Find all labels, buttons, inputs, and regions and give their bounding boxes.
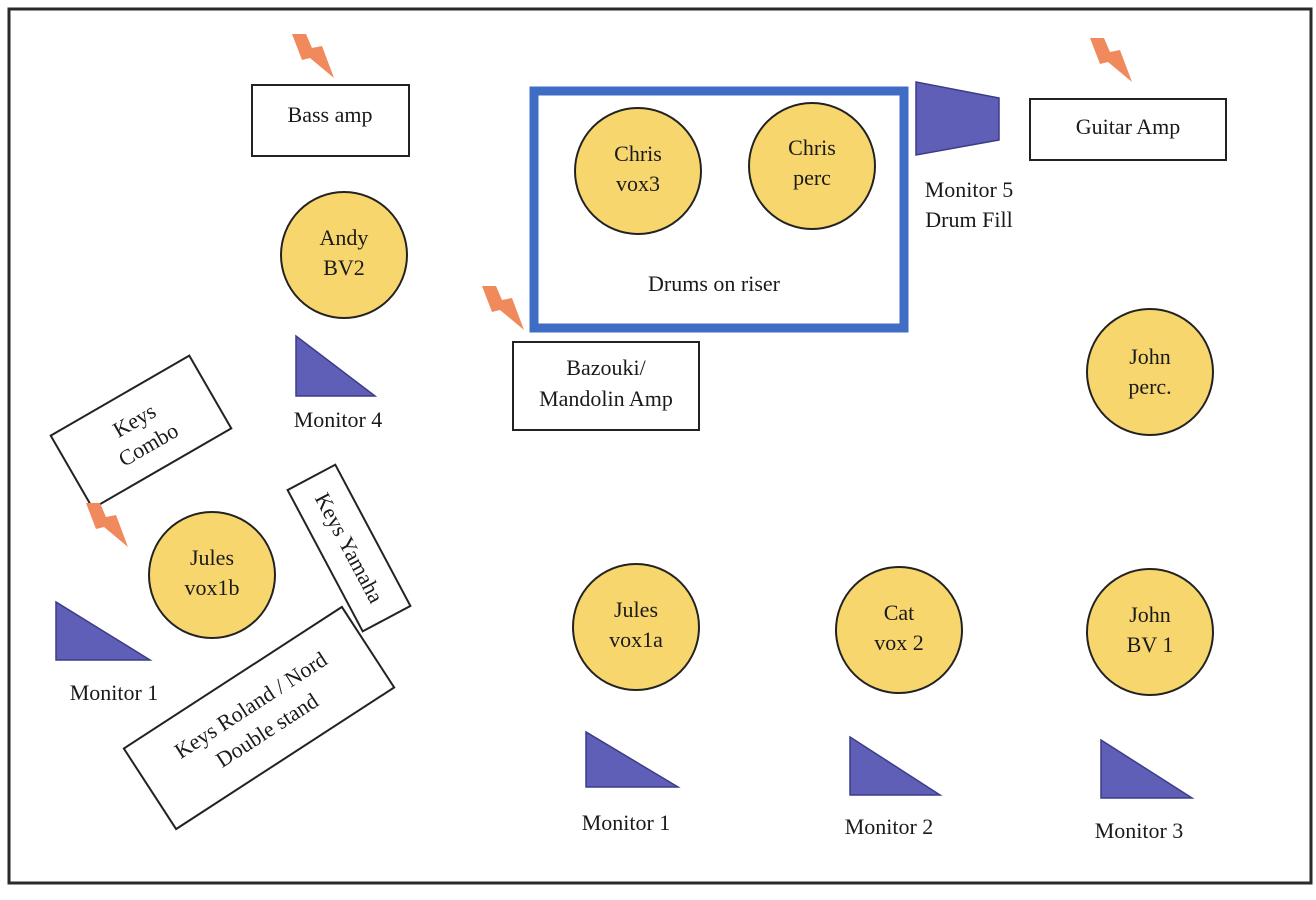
monitor-label: Monitor 1 xyxy=(70,680,159,705)
person-jules-vox1b: Jules vox1b xyxy=(148,511,276,639)
person-john-perc: John perc. xyxy=(1086,308,1214,436)
wedge-monitor-icon xyxy=(295,334,378,397)
monitor-1: Monitor 1 xyxy=(582,730,681,835)
person-role: vox1b xyxy=(185,575,240,600)
person-name: John xyxy=(1129,344,1171,369)
person-role: vox1a xyxy=(609,627,663,652)
person-andy-bv2: Andy BV2 xyxy=(280,191,408,319)
monitor-label: Monitor 2 xyxy=(845,814,934,839)
monitor-5: Monitor 5 Drum Fill xyxy=(915,81,1014,232)
drum-riser xyxy=(529,86,909,333)
monitor-label: Monitor 3 xyxy=(1095,818,1184,843)
person-role: perc xyxy=(793,165,831,190)
person-role: vox 2 xyxy=(874,630,924,655)
monitor-1-left: Monitor 1 xyxy=(55,600,159,705)
box-keys-combo: Keys Combo xyxy=(49,354,233,510)
box-bass-amp: Bass amp xyxy=(251,84,410,157)
monitor-label: Drum Fill xyxy=(925,207,1012,232)
monitor-label: Monitor 4 xyxy=(294,407,383,432)
monitor-label: Monitor 1 xyxy=(582,810,671,835)
person-name: Chris xyxy=(788,135,836,160)
person-name: John xyxy=(1129,602,1171,627)
power-icon xyxy=(292,34,334,78)
person-name: Chris xyxy=(614,141,662,166)
person-role: BV 1 xyxy=(1127,632,1174,657)
person-name: Jules xyxy=(614,597,658,622)
power-icon xyxy=(1090,38,1132,82)
power-icon xyxy=(482,286,524,330)
monitor-label: Monitor 5 xyxy=(925,177,1014,202)
box-label: Mandolin Amp xyxy=(539,386,673,411)
power-icon xyxy=(86,503,128,547)
wedge-monitor-icon xyxy=(1100,738,1195,799)
person-name: Andy xyxy=(320,225,369,250)
wedge-monitor-icon xyxy=(55,600,153,661)
box-label: Guitar Amp xyxy=(1076,114,1181,139)
person-role: perc. xyxy=(1128,374,1171,399)
drum-fill-speaker-icon xyxy=(915,81,1000,156)
box-label: Bazouki/ xyxy=(566,355,646,380)
person-john-bv1: John BV 1 xyxy=(1086,568,1214,696)
box-bazouki-amp: Bazouki/ Mandolin Amp xyxy=(512,341,700,431)
person-jules-vox1a: Jules vox1a xyxy=(572,563,700,691)
monitor-3: Monitor 3 xyxy=(1095,738,1195,843)
person-chris-perc: Chris perc xyxy=(748,102,876,230)
person-role: BV2 xyxy=(323,255,365,280)
person-name: Jules xyxy=(190,545,234,570)
person-name: Cat xyxy=(884,600,915,625)
wedge-monitor-icon xyxy=(849,735,943,796)
person-role: vox3 xyxy=(616,171,660,196)
drum-riser-label: Drums on riser xyxy=(648,271,781,296)
wedge-monitor-icon xyxy=(585,730,681,788)
box-guitar-amp: Guitar Amp xyxy=(1029,98,1227,161)
box-keys-roland: Keys Roland / Nord Double stand xyxy=(122,605,396,831)
monitor-4: Monitor 4 xyxy=(294,334,383,432)
box-label: Bass amp xyxy=(288,102,373,127)
person-cat-vox2: Cat vox 2 xyxy=(835,566,963,694)
monitor-2: Monitor 2 xyxy=(845,735,943,839)
person-chris-vox3: Chris vox3 xyxy=(574,107,702,235)
